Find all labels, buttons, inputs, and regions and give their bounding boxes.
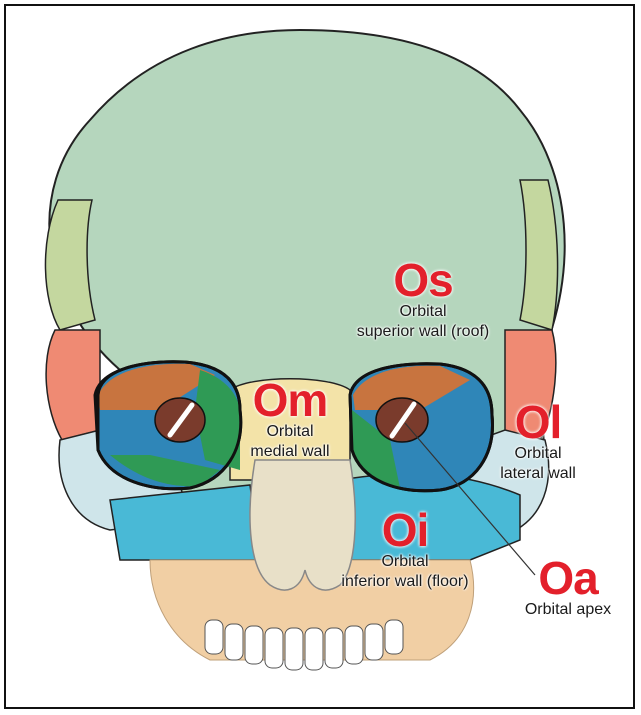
label-oi-line2: inferior wall (floor) <box>310 572 500 592</box>
temporal-left <box>46 330 100 440</box>
label-om: Om Orbital medial wall <box>220 378 360 462</box>
label-ol-line1: Orbital <box>478 444 598 464</box>
left-orbit <box>95 362 241 489</box>
label-om-line1: Orbital <box>220 422 360 442</box>
label-os-line1: Orbital <box>318 302 528 322</box>
label-om-code: Om <box>220 378 360 422</box>
label-oi-line1: Orbital <box>310 552 500 572</box>
label-os: Os Orbital superior wall (roof) <box>318 258 528 342</box>
label-oi: Oi Orbital inferior wall (floor) <box>310 508 500 592</box>
label-ol-line2: lateral wall <box>478 464 598 484</box>
label-oa: Oa Orbital apex <box>498 556 638 620</box>
parietal-left <box>45 200 95 330</box>
right-orbit <box>350 364 492 491</box>
label-oi-code: Oi <box>310 508 500 552</box>
label-os-code: Os <box>318 258 528 302</box>
label-ol: Ol Orbital lateral wall <box>478 400 598 484</box>
label-om-line2: medial wall <box>220 442 360 462</box>
label-os-line2: superior wall (roof) <box>318 322 528 342</box>
label-oa-code: Oa <box>498 556 638 600</box>
label-oa-line1: Orbital apex <box>498 600 638 620</box>
label-ol-code: Ol <box>478 400 598 444</box>
